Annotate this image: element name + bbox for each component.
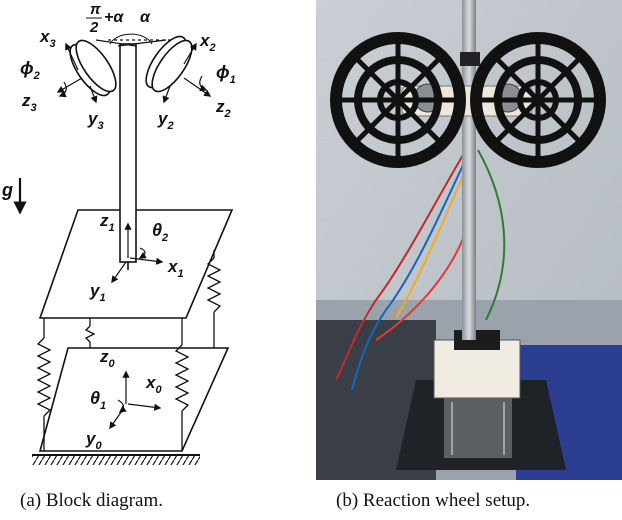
phi2-label: ϕ2 (20, 58, 40, 82)
upper-plate (38, 209, 234, 319)
y1-label: y1 (89, 281, 106, 304)
reaction-wheel-photo (316, 0, 622, 480)
block-diagram: π 2 +α α x3 ϕ2 z3 y3 x2 ϕ1 z2 y2 g z1 θ2… (1, 1, 236, 465)
z2-label: z2 (215, 97, 231, 120)
reaction-wheel-left (69, 39, 117, 97)
ground (32, 454, 200, 465)
z1-label: z1 (99, 211, 115, 234)
phi1-label: ϕ1 (216, 62, 236, 86)
caption-block-diagram: (a) Block diagram. (20, 490, 163, 511)
angle-den: 2 (89, 19, 99, 36)
caption-reaction-wheel-setup: (b) Reaction wheel setup. (336, 490, 531, 511)
spring-left (36, 318, 52, 451)
spring-mid (174, 318, 190, 451)
spring-back (84, 318, 96, 348)
y2-label: y2 (157, 109, 174, 132)
x0-label: x0 (145, 373, 162, 396)
z3-label: z3 (21, 91, 37, 114)
theta2-label: θ2 (152, 220, 168, 244)
z0-label: z0 (99, 347, 116, 370)
theta1-label: θ1 (90, 388, 106, 412)
alpha-label: α (140, 9, 151, 26)
gravity-label: g (1, 180, 13, 200)
x1-label: x1 (167, 257, 184, 280)
base-plate (38, 347, 230, 452)
y3-label: y3 (87, 109, 104, 132)
wheel-right-photo (470, 32, 606, 168)
reaction-wheel-right (145, 35, 193, 93)
spring-right (206, 250, 222, 348)
pendulum-rod (119, 43, 137, 270)
wheel-left-photo (330, 32, 466, 168)
angle-plus-alpha: +α (104, 9, 124, 26)
y0-label: y0 (85, 429, 102, 452)
x3-label: x3 (39, 27, 56, 50)
x2-label: x2 (199, 31, 216, 54)
angle-num: π (90, 1, 101, 18)
